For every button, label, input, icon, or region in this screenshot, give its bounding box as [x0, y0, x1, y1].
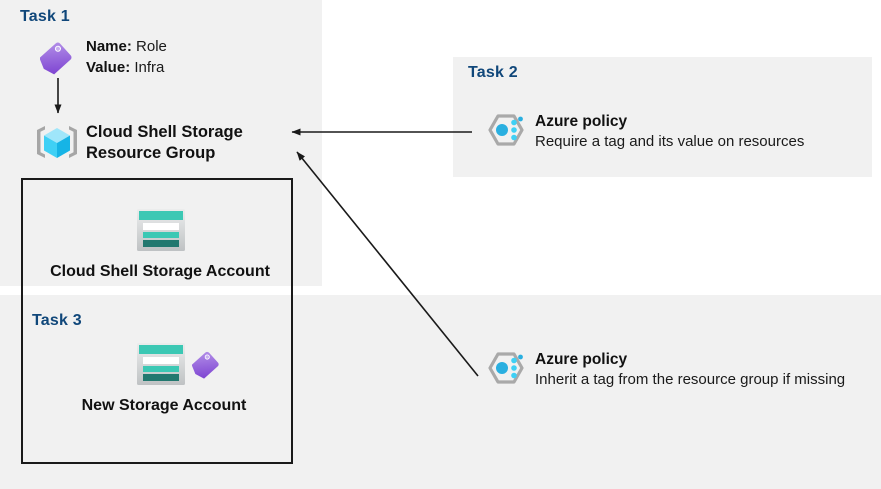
- resource-group-icon: [33, 118, 81, 166]
- resource-group-caption-line2: Resource Group: [86, 144, 216, 162]
- tag-name-row: Name: Role: [86, 36, 167, 57]
- tag-name-label: Name:: [86, 38, 132, 55]
- azure-policy-icon: [481, 349, 527, 395]
- task3-policy-description: Inherit a tag from the resource group if…: [535, 371, 846, 388]
- task3-heading: Task 3: [32, 312, 82, 329]
- new-storage-account-caption: New Storage Account: [81, 397, 247, 414]
- task3-policy-title: Azure policy: [535, 351, 628, 368]
- task2-heading: Task 2: [468, 64, 518, 81]
- storage-account-icon: [133, 206, 189, 254]
- tag-name-value: Role: [136, 38, 167, 55]
- tag-icon: [191, 348, 226, 380]
- task2-policy-title: Azure policy: [535, 113, 628, 130]
- cloud-shell-storage-account-caption: Cloud Shell Storage Account: [50, 263, 270, 280]
- task2-policy-description: Require a tag and its value on resources: [535, 133, 805, 150]
- tag-value-label: Value:: [86, 59, 131, 76]
- task2-panel: [453, 57, 872, 177]
- resource-group-caption: Cloud Shell Storage Resource Group: [86, 122, 286, 164]
- resource-group-caption-line1: Cloud Shell Storage: [86, 123, 243, 141]
- task1-heading: Task 1: [20, 8, 70, 25]
- storage-account-icon: [133, 340, 189, 388]
- azure-policy-icon: [481, 111, 527, 157]
- tag-name-value-text: Name: Role Value: Infra: [86, 36, 167, 78]
- storage-accounts-group-box: [21, 178, 293, 464]
- tag-value-row: Value: Infra: [86, 57, 167, 78]
- task3-policy-text: Azure policy Inherit a tag from the reso…: [535, 350, 855, 390]
- tag-value-value: Infra: [134, 59, 165, 76]
- tag-icon: [39, 38, 80, 76]
- task2-policy-text: Azure policy Require a tag and its value…: [535, 112, 865, 152]
